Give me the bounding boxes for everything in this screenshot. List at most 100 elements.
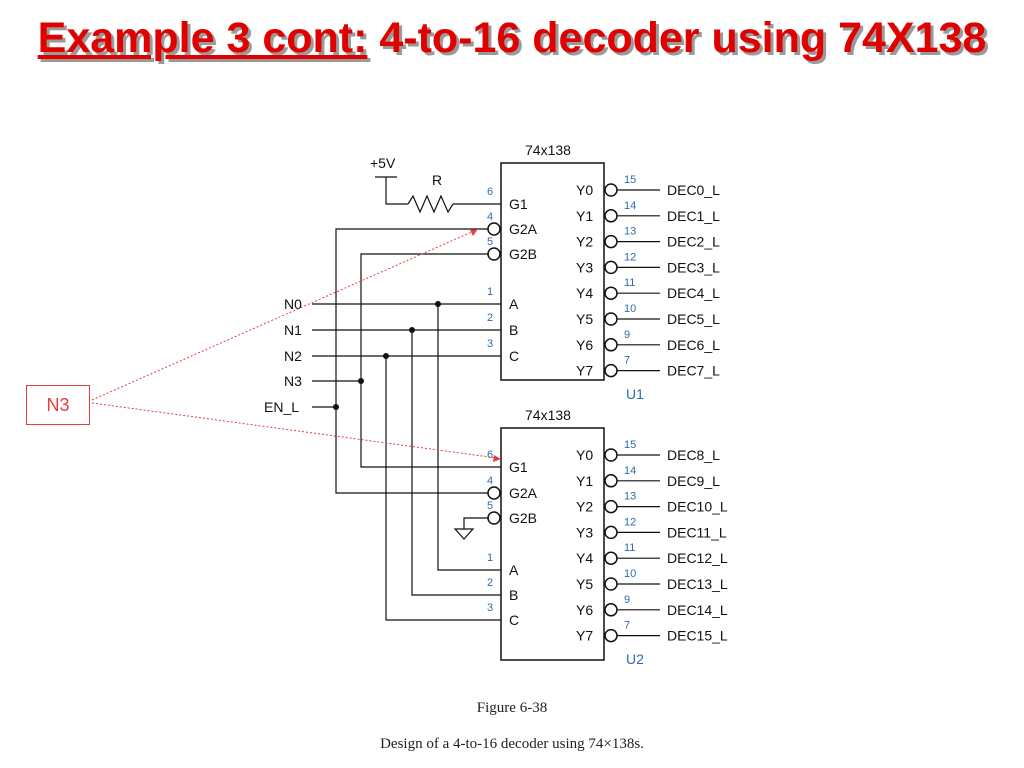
callout-arrow-u2-icon (493, 455, 501, 462)
chip-u2-output-y0-label: Y0 (576, 447, 593, 463)
n0-junction (435, 301, 441, 307)
chip-u1-input-g2a-label: G2A (509, 221, 538, 237)
n3-callout-lines (91, 229, 501, 462)
chip-u2-output-y2-pin: 13 (624, 491, 636, 503)
chip-u2-input-g2b-label: G2B (509, 510, 537, 526)
input-label-n1: N1 (284, 322, 302, 338)
chip-u2-y2-bubble-icon (604, 499, 618, 514)
n2-junction (383, 353, 389, 359)
chip-u1-y0-bubble-icon (604, 183, 618, 197)
chip-u1-output-y5-pin: 10 (624, 303, 636, 315)
chip-u1-output-y6-label: Y6 (576, 337, 593, 353)
chip-u2-y7-bubble-icon (604, 628, 618, 643)
chip-u2-y1-bubble-icon (604, 474, 618, 488)
chip-u1-output-y1-pin: 14 (624, 200, 636, 212)
chip-u1-g2a-bubble-icon (487, 222, 501, 236)
chip-u2-output-y1-pin: 14 (624, 465, 636, 477)
chip-u2-output-y6-pin: 9 (624, 594, 630, 606)
resistor-icon (407, 194, 454, 214)
chip-u2-output-y4-label: Y4 (576, 550, 593, 566)
chip-u2-input-c-label: C (509, 612, 519, 628)
chip-u1-signal-dec2_l: DEC2_L (667, 234, 720, 250)
en-l-junction (333, 404, 339, 410)
chip-u1-input-b-pin: 2 (487, 312, 493, 324)
chip-u1-output-y7-label: Y7 (576, 363, 593, 379)
chip-u1-y3-bubble-icon (604, 260, 618, 275)
supply-label: +5V (370, 155, 396, 171)
chip-u1-input-g1-pin: 6 (487, 186, 493, 198)
decoder-chips: 74x138U1G16G2A4G2B5A1B2C3Y015DEC0_LY114D… (487, 142, 728, 667)
chip-u2-y3-bubble-icon (604, 525, 618, 540)
n0-to-u2-a-wire (437, 304, 501, 571)
chip-u2-output-y1-label: Y1 (576, 473, 593, 489)
chip-u2-input-a-label: A (509, 562, 519, 578)
chip-u2-signal-dec14_l: DEC14_L (667, 602, 728, 618)
en-l-to-u1-g2a-wire (335, 228, 488, 407)
chip-u2-output-y7-pin: 7 (624, 620, 630, 632)
chip-u2-part-label: 74x138 (525, 407, 571, 423)
chip-u1-signal-dec1_l: DEC1_L (667, 208, 720, 224)
chip-u2-g2b-bubble-icon (487, 511, 501, 525)
slide-title: Example 3 cont: 4-to-16 decoder using 74… (0, 10, 1024, 66)
figure-caption: Design of a 4-to-16 decoder using 74×138… (380, 736, 644, 752)
chip-u2-y4-bubble-icon (604, 551, 618, 565)
chip-u1-signal-dec5_l: DEC5_L (667, 311, 720, 327)
chip-u1-signal-dec3_l: DEC3_L (667, 259, 720, 275)
chip-u2-output-y5-pin: 10 (624, 568, 636, 580)
chip-u1-output-y7-pin: 7 (624, 355, 630, 367)
chip-u1-input-a-pin: 1 (487, 286, 493, 298)
chip-u1-y6-bubble-icon (604, 338, 618, 352)
chip-u2-input-a-pin: 1 (487, 552, 493, 564)
chip-u1-signal-dec7_l: DEC7_L (667, 363, 720, 379)
chip-u1-y1-bubble-icon (604, 209, 618, 223)
chip-u2-input-g2a-pin: 4 (487, 475, 493, 487)
chip-u2-signal-dec13_l: DEC13_L (667, 576, 728, 592)
chip-u2-g2a-bubble-icon (487, 486, 501, 500)
chip-u2-signal-dec11_l: DEC11_L (667, 524, 727, 540)
chip-u2-y5-bubble-icon (604, 577, 618, 591)
en-l-to-u2-g2a-wire (335, 407, 488, 494)
chip-u2-y0-bubble-icon (604, 448, 618, 462)
chip-u1-signal-dec4_l: DEC4_L (667, 285, 720, 301)
chip-u1-output-y4-label: Y4 (576, 285, 593, 301)
slide-title-rest: 4-to-16 decoder using 74X138 (367, 14, 987, 62)
chip-u2-output-y0-pin: 15 (624, 439, 636, 451)
chip-u2-input-b-pin: 2 (487, 577, 493, 589)
chip-u1-designator: U1 (626, 386, 644, 402)
chip-u1-body (500, 162, 605, 381)
chip-u2-output-y5-label: Y5 (576, 576, 593, 592)
u2-g2b-to-ground-wire (463, 517, 488, 529)
chip-u2-output-y2-label: Y2 (576, 499, 593, 515)
chip-u1-g2b-bubble-icon (487, 247, 501, 261)
chip-u2-input-b-label: B (509, 587, 518, 603)
chip-u1-y5-bubble-icon (604, 312, 618, 326)
figure-number: Figure 6-38 (476, 700, 548, 716)
chip-u1-output-y6-pin: 9 (624, 329, 630, 341)
input-label-n3: N3 (284, 373, 302, 389)
chip-u2-output-y6-label: Y6 (576, 602, 593, 618)
chip-u1-output-y5-label: Y5 (576, 311, 593, 327)
callout-line-to-u1-g2b (91, 230, 475, 401)
chip-u2-output-y7-label: Y7 (576, 628, 593, 644)
chip-u2-body (500, 427, 605, 661)
chip-u1-output-y3-label: Y3 (576, 259, 593, 275)
n1-junction (409, 327, 415, 333)
chip-u2-signal-dec15_l: DEC15_L (667, 628, 728, 644)
chip-u1-input-b-label: B (509, 322, 518, 338)
chip-u1-output-y4-pin: 11 (624, 277, 635, 289)
chip-u1-output-y0-label: Y0 (576, 182, 593, 198)
chip-u2-output-y3-pin: 12 (624, 516, 636, 528)
chip-u2-input-g1-label: G1 (509, 459, 528, 475)
chip-u1-y4-bubble-icon (604, 286, 618, 300)
n3-to-u2-g1-wire (360, 381, 501, 468)
chip-u2-signal-dec10_l: DEC10_L (667, 499, 728, 515)
input-label-en-l: EN_L (264, 399, 299, 415)
chip-u2-input-g2a-label: G2A (509, 485, 538, 501)
ground-icon (453, 528, 475, 540)
n2-to-u2-c-wire (385, 356, 501, 621)
chip-u1-signal-dec0_l: DEC0_L (667, 182, 720, 198)
n3-to-u1-g2b-wire (360, 253, 488, 381)
chip-u1-output-y2-pin: 13 (624, 226, 636, 238)
chip-u2-signal-dec12_l: DEC12_L (667, 550, 728, 566)
chip-u2-output-y4-pin: 11 (624, 542, 635, 554)
